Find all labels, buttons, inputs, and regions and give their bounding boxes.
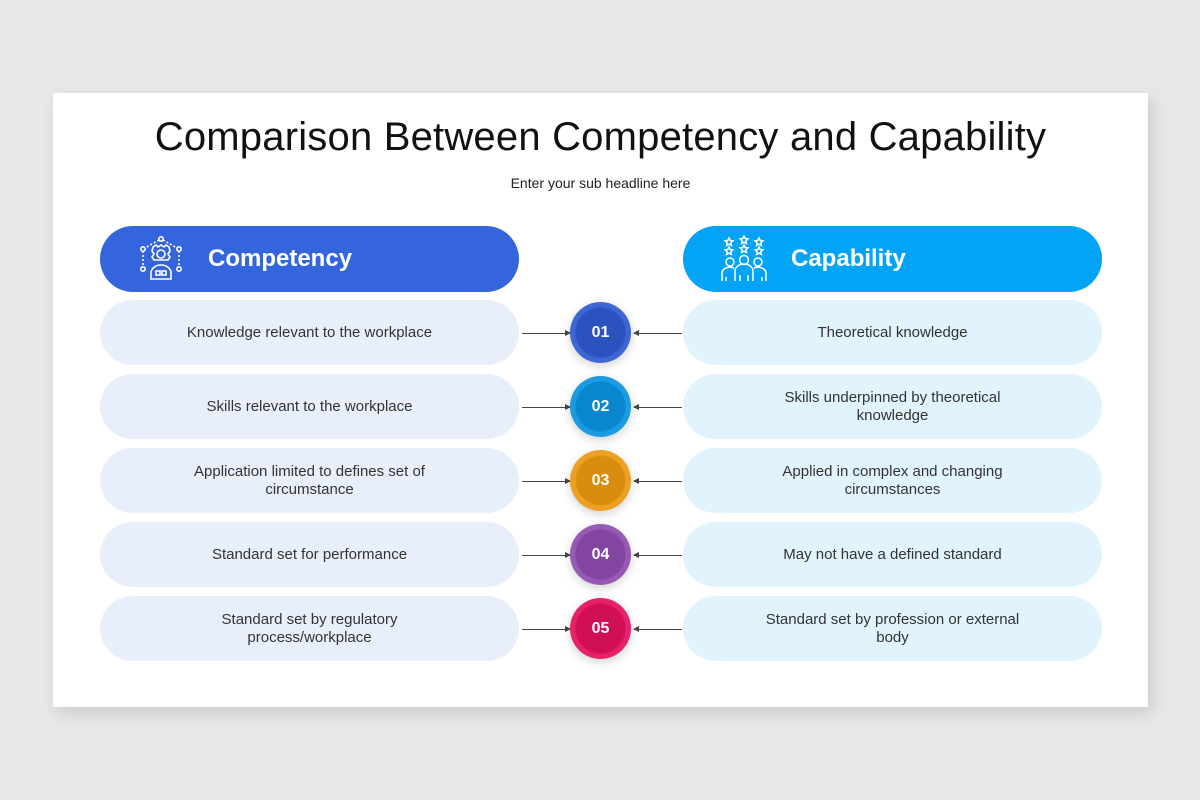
- number-badge-label: 04: [591, 545, 610, 563]
- person-network-icon: [136, 234, 186, 284]
- arrow-right-icon: [522, 626, 571, 632]
- number-badge-label: 03: [591, 471, 610, 489]
- capability-item-4: May not have a defined standard: [683, 522, 1102, 587]
- number-badge-4: 04: [570, 524, 631, 585]
- competency-item-4: Standard set for performance: [100, 522, 519, 587]
- competency-item-2: Skills relevant to the workplace: [100, 374, 519, 439]
- competency-header-label: Competency: [208, 245, 353, 272]
- arrow-left-icon: [633, 478, 682, 484]
- number-badge-label: 05: [591, 619, 610, 637]
- arrow-right-icon: [522, 478, 571, 484]
- capability-item-2: Skills underpinned by theoretical knowle…: [683, 374, 1102, 439]
- competency-item-1: Knowledge relevant to the workplace: [100, 300, 519, 365]
- arrow-right-icon: [522, 330, 571, 336]
- arrow-right-icon: [522, 404, 571, 410]
- capability-item-5: Standard set by profession or external b…: [683, 596, 1102, 661]
- capability-item-3: Applied in complex and changing circumst…: [683, 448, 1102, 513]
- number-badge-2: 02: [570, 376, 631, 437]
- slide: Comparison Between Competency and Capabi…: [53, 93, 1148, 707]
- slide-subtitle: Enter your sub headline here: [510, 175, 691, 191]
- capability-header-label: Capability: [791, 245, 906, 272]
- competency-item-5: Standard set by regulatory process/workp…: [100, 596, 519, 661]
- team-stars-icon: [719, 234, 769, 284]
- number-badge-5: 05: [570, 598, 631, 659]
- arrow-left-icon: [633, 626, 682, 632]
- capability-header: Capability: [683, 226, 1102, 292]
- competency-header: Competency: [100, 226, 519, 292]
- arrow-left-icon: [633, 404, 682, 410]
- number-badge-label: 01: [591, 323, 610, 341]
- number-badge-1: 01: [570, 302, 631, 363]
- slide-title: Comparison Between Competency and Capabi…: [154, 115, 1047, 159]
- arrow-right-icon: [522, 552, 571, 558]
- arrow-left-icon: [633, 330, 682, 336]
- arrow-left-icon: [633, 552, 682, 558]
- capability-item-1: Theoretical knowledge: [683, 300, 1102, 365]
- competency-item-3: Application limited to defines set of ci…: [100, 448, 519, 513]
- number-badge-3: 03: [570, 450, 631, 511]
- number-badge-label: 02: [591, 397, 610, 415]
